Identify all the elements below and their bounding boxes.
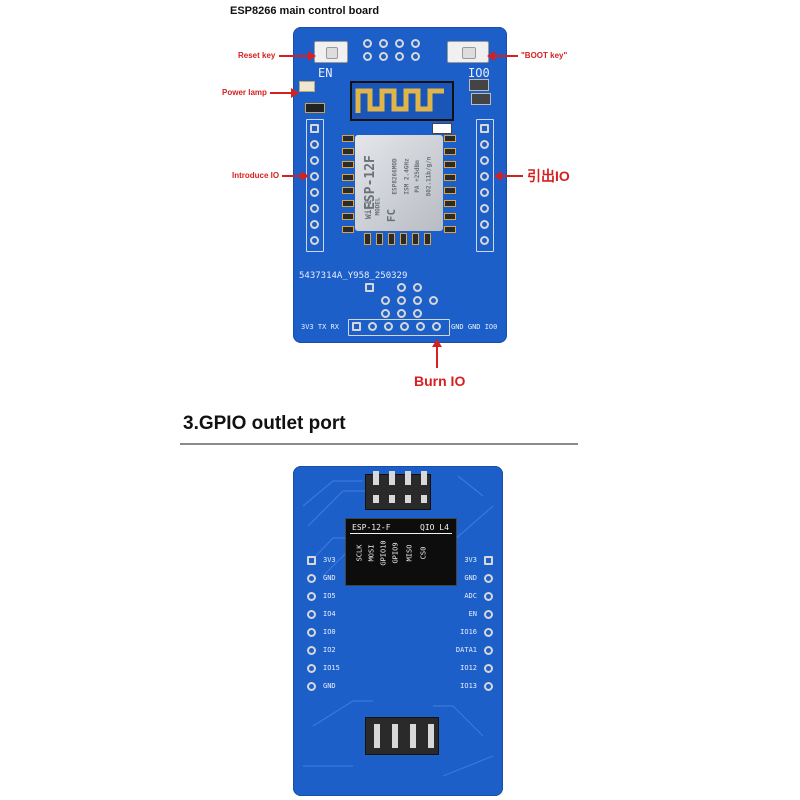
left-pin-label: IO0 — [323, 628, 336, 636]
burn-header-left-label: 3V3 TX RX — [301, 323, 339, 331]
lead-io-arrow — [494, 171, 523, 181]
module-wifi-logo: WiFi — [364, 199, 374, 220]
right-pin-label: 3V3 — [464, 556, 477, 564]
burn-io-callout: Burn IO — [414, 373, 466, 389]
power-led — [299, 81, 315, 92]
chip-pin-cs0: CS0 — [419, 546, 428, 560]
esp12f-pin-label-box: ESP-12-F QIO L4 SCLK MOSI GPIO10 GPIO9 M… — [345, 518, 457, 586]
reset-key-arrow — [279, 51, 316, 61]
page-title: ESP8266 main control board — [230, 5, 380, 17]
burn-io-header — [348, 319, 450, 336]
left-pin-label: GND — [323, 574, 336, 582]
burn-header-right-label: GND GND IO0 — [451, 323, 498, 331]
module-line-3: ISM 2.4GHz — [403, 158, 411, 195]
right-io-header — [476, 119, 494, 252]
chip-title: ESP-12-F — [352, 523, 391, 532]
left-pin-label: GND — [323, 682, 336, 690]
resistor — [305, 103, 325, 113]
introduce-io-arrow — [282, 171, 309, 181]
pcb-traces — [302, 475, 494, 777]
left-pin-label: 3V3 — [323, 556, 336, 564]
right-pin-label: ADC — [464, 592, 477, 600]
lower-pad-grid — [365, 283, 445, 318]
boot-button — [447, 41, 489, 63]
left-pin-label: IO5 — [323, 592, 336, 600]
en-label: EN — [318, 66, 333, 80]
introduce-io-callout: Introduce IO — [232, 171, 280, 180]
esp8266-main-board: EN IO0 — [293, 27, 507, 343]
left-pin-label: IO4 — [323, 610, 336, 618]
left-io-header — [306, 119, 324, 252]
power-lamp-arrow — [270, 88, 299, 98]
smd-component — [471, 93, 491, 105]
chip-pin-mosi: MOSI — [367, 544, 376, 562]
right-gpio-column: 3V3 GND ADC EN IO16 DATA1 IO12 IO13 — [443, 556, 493, 691]
module-fcc-logo: FC — [385, 208, 399, 223]
top-pad-grid — [363, 39, 433, 63]
top-pin-header — [365, 471, 431, 510]
module-castellations-bottom — [364, 233, 444, 245]
right-pin-label: IO12 — [460, 664, 477, 672]
antenna-trace-icon — [355, 88, 444, 113]
right-pin-label: IO13 — [460, 682, 477, 690]
io0-label: IO0 — [468, 66, 490, 80]
right-pin-label: DATA1 — [455, 646, 477, 654]
antenna — [350, 81, 454, 121]
module-shield: ESP-12F ESP8266MOD ISM 2.4GHz PA +25dBm … — [355, 135, 443, 231]
reset-button — [314, 41, 348, 63]
board-serial-text: 5437314A_Y958_250329 — [299, 271, 408, 281]
module-model: MODEL — [374, 197, 382, 216]
module-castellations-left — [342, 135, 356, 243]
boot-key-callout: "BOOT key" — [521, 51, 568, 60]
section-divider — [180, 443, 578, 445]
chip-pin-gpio10: GPIO10 — [379, 540, 388, 566]
right-pin-label: EN — [468, 610, 477, 618]
bottom-pin-header — [365, 717, 439, 755]
chip-pin-miso: MISO — [405, 544, 414, 562]
power-lamp-callout: Power lamp — [222, 88, 267, 97]
left-pin-label: IO2 — [323, 646, 336, 654]
module-castellations-right — [444, 135, 458, 243]
chip-subtitle: QIO L4 — [420, 523, 449, 532]
module-line-5: 802.11b/g/n — [425, 156, 433, 197]
module-line-4: PA +25dBm — [413, 160, 421, 193]
chip-divider — [350, 533, 452, 534]
smd-component — [469, 79, 489, 91]
boot-key-arrow — [487, 51, 518, 61]
gpio-outlet-board: ESP-12-F QIO L4 SCLK MOSI GPIO10 GPIO9 M… — [293, 466, 503, 796]
reset-key-callout: Reset key — [238, 51, 276, 60]
chip-pin-gpio9: GPIO9 — [391, 542, 400, 564]
right-pin-label: IO16 — [460, 628, 477, 636]
burn-io-arrow — [432, 339, 442, 368]
esp12f-module: ESP-12F ESP8266MOD ISM 2.4GHz PA +25dBm … — [342, 79, 457, 247]
left-pin-label: IO15 — [323, 664, 340, 672]
lead-io-callout: 引出IO — [527, 168, 570, 184]
module-led — [432, 123, 452, 134]
section-title: 3.GPIO outlet port — [183, 413, 346, 434]
left-gpio-column: 3V3 GND IO5 IO4 IO0 IO2 IO15 GND — [307, 556, 367, 691]
right-pin-label: GND — [464, 574, 477, 582]
module-line-2: ESP8266MOD — [391, 158, 399, 195]
